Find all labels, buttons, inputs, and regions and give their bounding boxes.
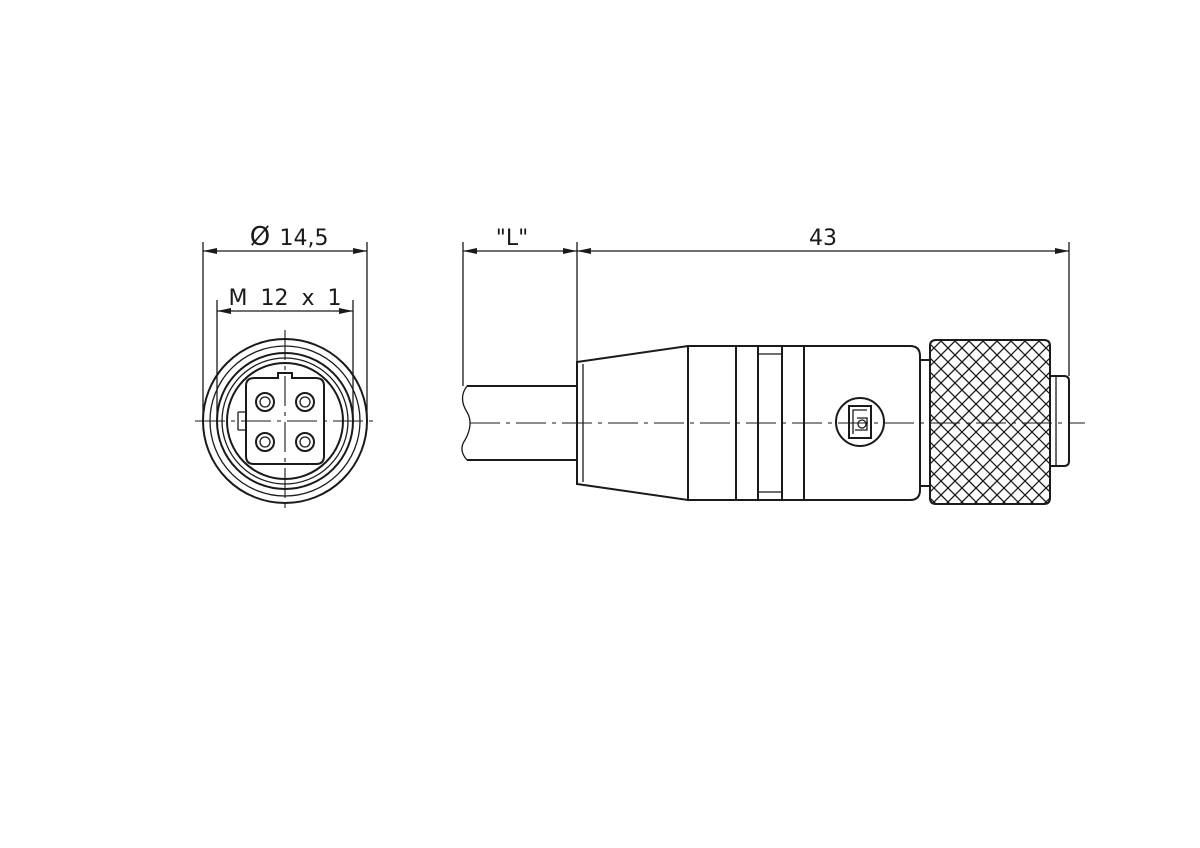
knurled-nut [929, 339, 1051, 505]
dim-cable-length-label: "L" [496, 226, 529, 251]
pin-2 [295, 392, 315, 412]
dim-body-length-label: 43 [809, 226, 837, 251]
grip-body [803, 345, 921, 501]
pin-insert [245, 372, 325, 465]
dim-thread-label: M 12 x 1 [229, 286, 342, 311]
diameter-symbol: Ø [250, 222, 270, 252]
insert-key [237, 411, 246, 431]
side-view: "L" 43 [461, 226, 1085, 505]
manufacturer-logo [835, 397, 885, 447]
socket-stub [1050, 375, 1070, 467]
pin-1 [255, 392, 275, 412]
pin-4 [295, 432, 315, 452]
front-view: Ø 14,5 M 12 x 1 [195, 222, 375, 510]
cable [461, 385, 577, 461]
knurl-pattern [930, 340, 1050, 504]
dim-diameter-label: 14,5 [280, 226, 329, 251]
pin-3 [255, 432, 275, 452]
